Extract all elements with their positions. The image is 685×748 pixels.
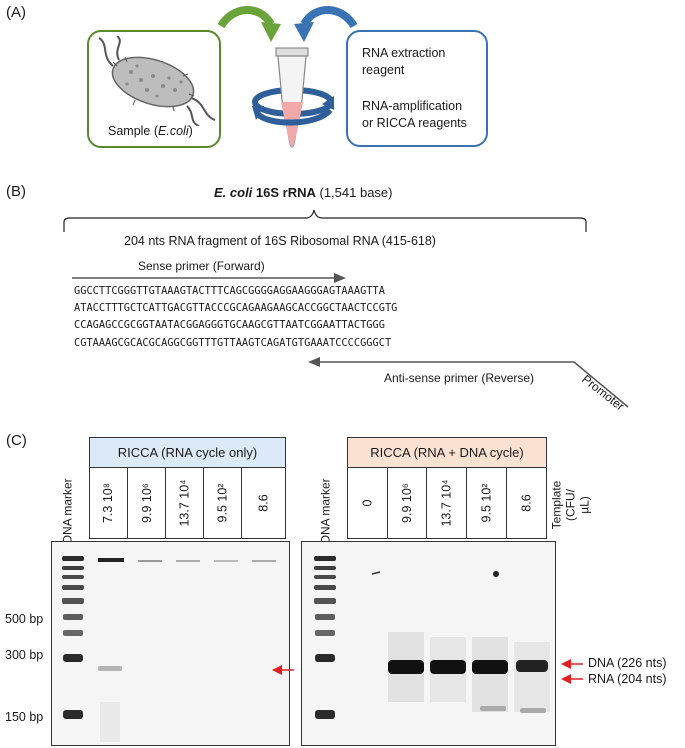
dna-label: DNA (226 nts) bbox=[588, 656, 667, 670]
left-template-cell: 7.3 10⁸ bbox=[90, 468, 128, 538]
sequence-line-1: GGCCTTCGGGTTGTAAAGTACTTTCAGCGGGGAGGAAGGG… bbox=[74, 285, 385, 297]
bp-label-300: 300 bp bbox=[5, 648, 44, 662]
left-gel-bands bbox=[52, 542, 289, 745]
right-marker-label: DNA marker bbox=[319, 478, 333, 544]
right-template-row: 0 9.9 10⁶ 13.7 10⁴ 9.5 10² 8.6 bbox=[347, 467, 547, 539]
panel-a-label: (A) bbox=[6, 4, 26, 21]
left-template-cell: 8.6 bbox=[256, 494, 271, 512]
panel-b-title: E. coli 16S rRNA (1,541 base) bbox=[214, 185, 393, 200]
bacterium-icon bbox=[98, 36, 216, 126]
reagent-box: RNA extraction reagent RNA-amplification… bbox=[346, 30, 488, 147]
template-axis-label: Template (CFU/µL) bbox=[549, 480, 592, 530]
sample-box: Sample (E.coli) bbox=[87, 30, 221, 148]
right-template-cell: 9.5 10² bbox=[467, 468, 507, 538]
rna-red-arrow bbox=[561, 674, 583, 684]
bp-label-150: 150 bp bbox=[5, 710, 44, 724]
sequence-line-2: ATACCTTTGCTCATTGACGTTACCCGCAGAAGAAGCACCG… bbox=[74, 302, 398, 314]
bp-label-500: 500 bp bbox=[5, 612, 44, 626]
right-template-cell: 9.9 10⁶ bbox=[388, 468, 427, 538]
right-header: RICCA (RNA + DNA cycle) bbox=[347, 437, 547, 468]
left-gel bbox=[51, 541, 290, 746]
panel-c-label: (C) bbox=[6, 432, 27, 449]
panel-b-label: (B) bbox=[6, 183, 26, 200]
sample-label: Sample (E.coli) bbox=[108, 124, 193, 138]
tube-icon bbox=[252, 47, 334, 148]
blue-arrow-icon bbox=[294, 6, 358, 42]
left-template-cell: 9.9 10⁶ bbox=[128, 468, 166, 538]
left-red-arrow bbox=[272, 665, 294, 675]
right-template-cell: 13.7 10⁴ bbox=[427, 468, 467, 538]
antisense-primer-label: Anti-sense primer (Reverse) bbox=[384, 371, 535, 385]
sequence-line-3: CCAGAGCCGCGGTAATACGGAGGGTGCAAGCGTTAATCGG… bbox=[74, 319, 385, 331]
antisense-primer-arrow bbox=[308, 357, 629, 408]
reagent-line-3: RNA-amplification bbox=[362, 99, 463, 113]
right-gel-bands bbox=[302, 542, 555, 745]
green-arrow-icon bbox=[217, 6, 281, 42]
right-gel bbox=[301, 541, 556, 746]
left-template-cell: 9.5 10² bbox=[204, 468, 242, 538]
left-template-cell: 13.7 10⁴ bbox=[166, 468, 204, 538]
right-template-cell: 8.6 bbox=[519, 494, 534, 512]
reagent-line-1: RNA extraction bbox=[362, 46, 446, 60]
left-marker-label: DNA marker bbox=[61, 478, 75, 544]
left-template-row: 7.3 10⁸ 9.9 10⁶ 13.7 10⁴ 9.5 10² 8.6 bbox=[89, 467, 286, 539]
fragment-label: 204 nts RNA fragment of 16S Ribosomal RN… bbox=[124, 234, 436, 248]
sense-primer-arrow bbox=[72, 273, 346, 283]
dna-red-arrow bbox=[561, 659, 583, 669]
reagent-line-2: reagent bbox=[362, 63, 405, 77]
left-header: RICCA (RNA cycle only) bbox=[89, 437, 286, 468]
brace-icon bbox=[63, 209, 587, 232]
reagent-line-4: or RICCA reagents bbox=[362, 116, 467, 130]
sense-primer-label: Sense primer (Forward) bbox=[138, 259, 265, 273]
sequence-line-4: CGTAAAGCGCACGCAGGCGGTTTGTTAAGTCAGATGTGAA… bbox=[74, 337, 392, 349]
rna-label: RNA (204 nts) bbox=[588, 672, 667, 686]
right-template-cell: 0 bbox=[348, 468, 388, 538]
